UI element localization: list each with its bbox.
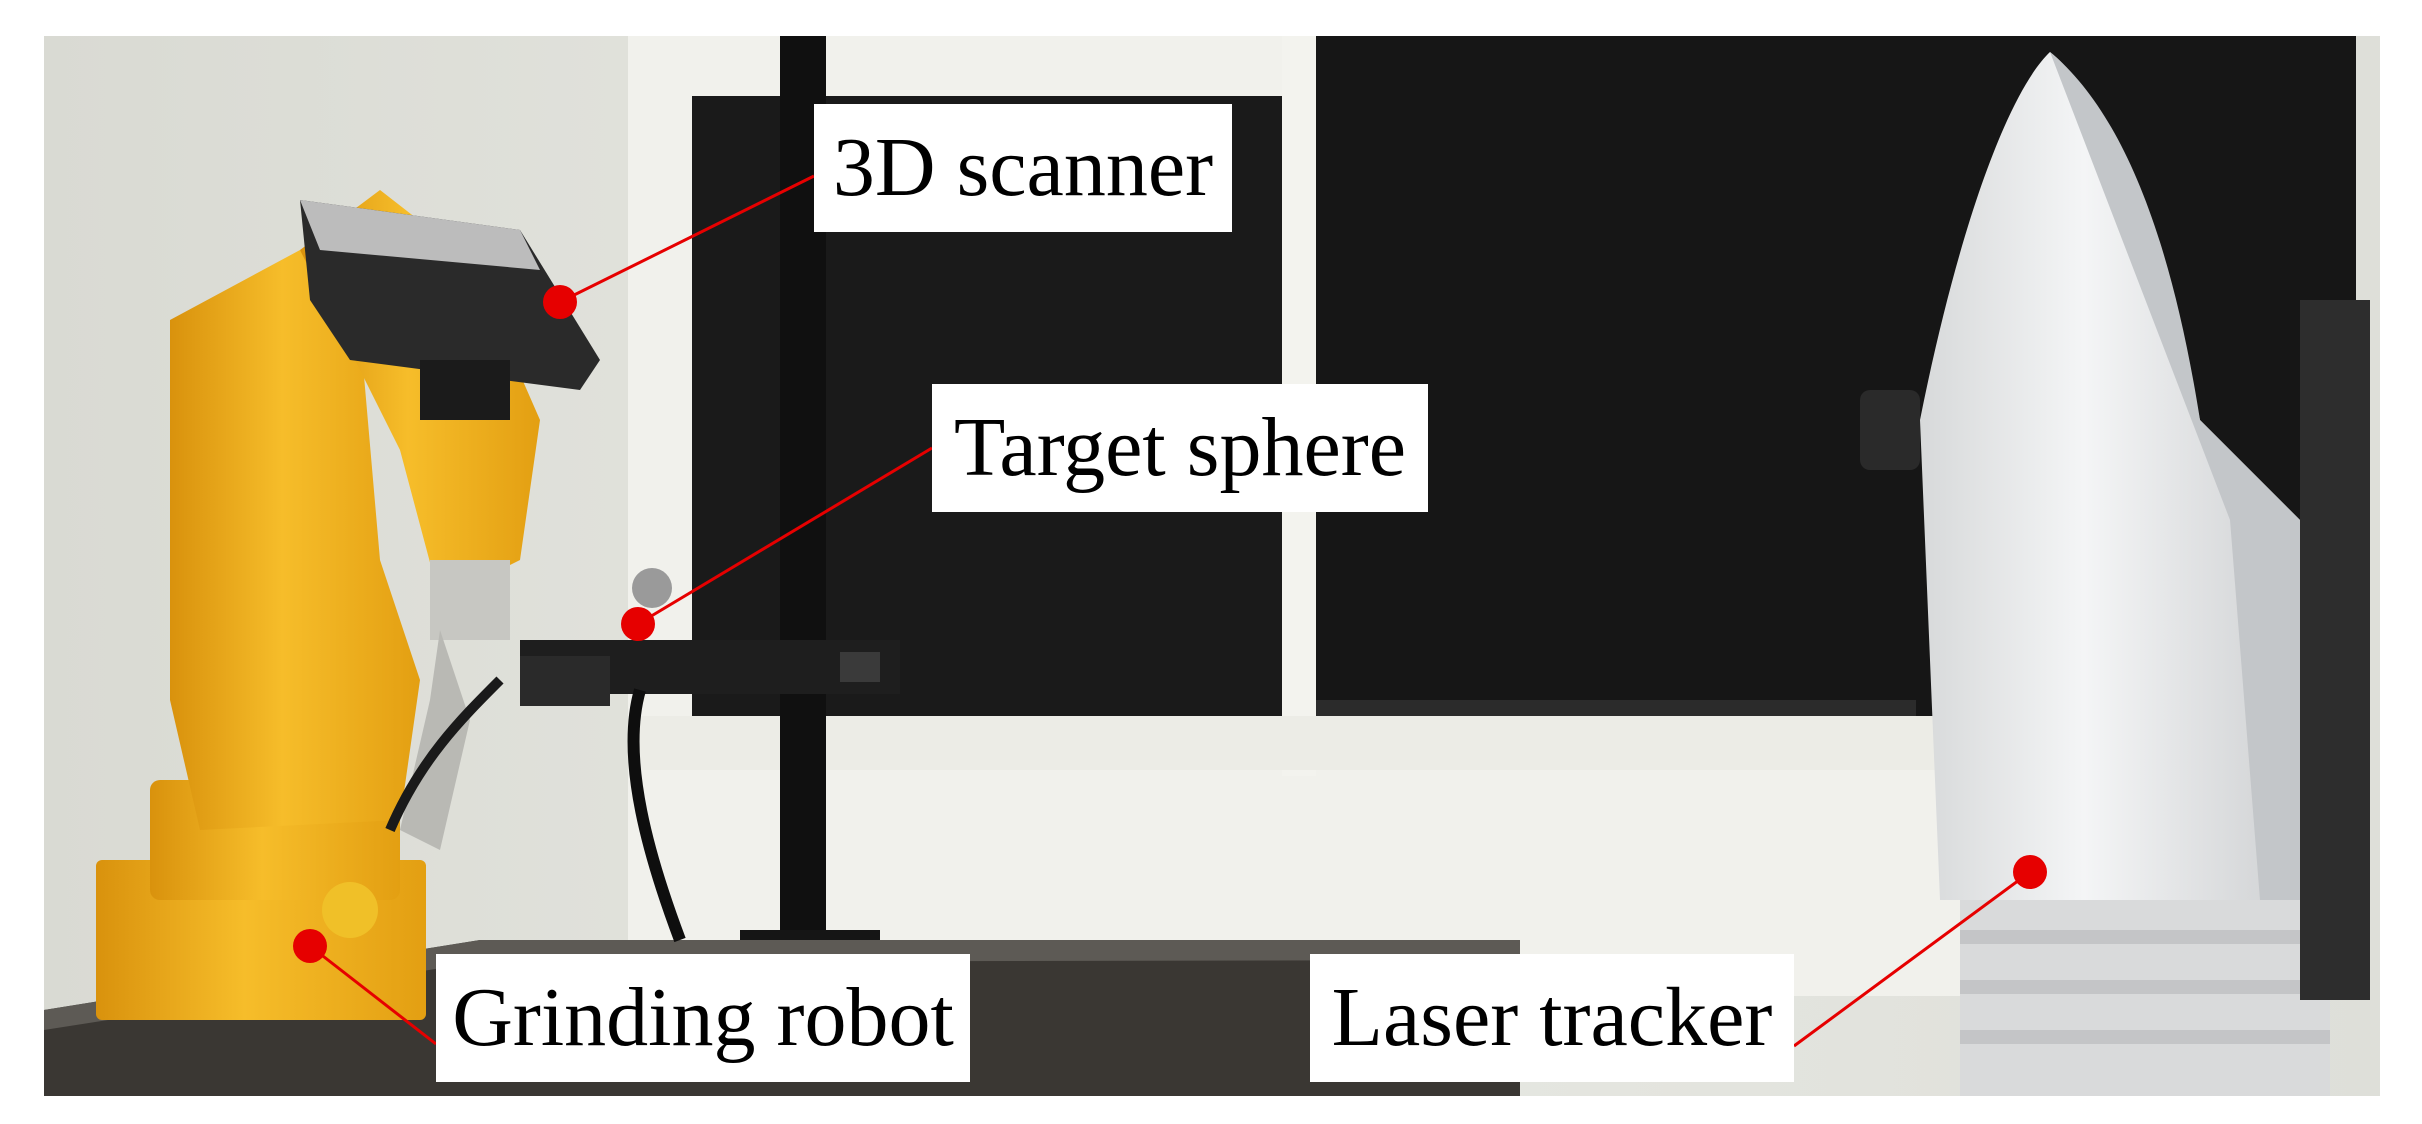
label-3d-scanner: 3D scanner: [814, 104, 1232, 232]
callout-robot: [293, 929, 437, 1046]
callout-tracker: [1793, 855, 2047, 1048]
label-grinding-robot: Grinding robot: [436, 954, 970, 1082]
fixture-clamp: [520, 568, 900, 943]
callout-sphere: [621, 446, 933, 641]
label-target-sphere: Target sphere: [932, 384, 1428, 512]
callout-scanner: [543, 174, 815, 319]
label-laser-tracker: Laser tracker: [1310, 954, 1794, 1082]
laser-tracker-device: [1860, 52, 2370, 1096]
scanner-device: [300, 200, 600, 420]
